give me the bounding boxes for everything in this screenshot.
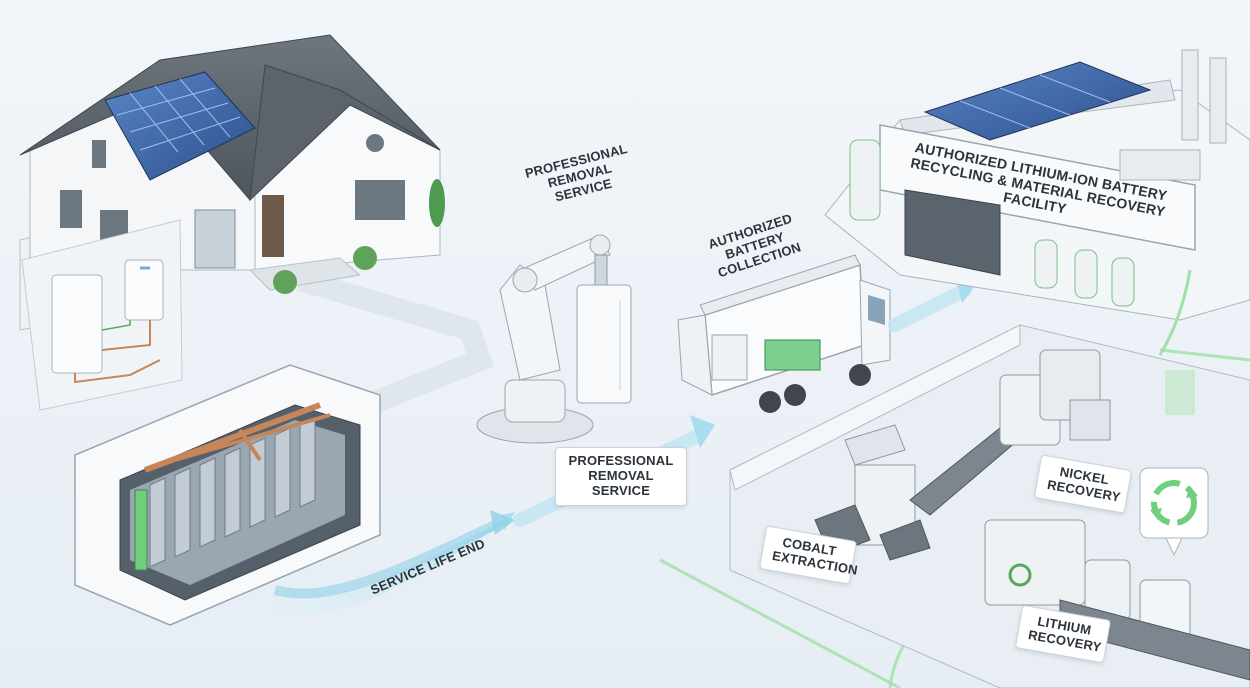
flow-band-service-life <box>260 512 515 614</box>
recycle-icon <box>1139 467 1209 557</box>
hopper-machine <box>814 424 931 561</box>
truck-icon <box>677 254 891 413</box>
label-professional-removal-mid: PROFESSIONAL REMOVAL SERVICE <box>555 447 687 506</box>
facility-solar-panels <box>923 61 1152 141</box>
processing-area <box>729 324 1250 688</box>
recycling-facility <box>824 49 1250 356</box>
battery-pack <box>74 364 381 626</box>
inverter-wall <box>21 219 183 411</box>
solar-panel-icon <box>104 71 256 181</box>
conveyor-shredder <box>909 349 1111 516</box>
robot-arm-icon <box>476 234 632 444</box>
flow-arrow-facility <box>888 283 972 332</box>
